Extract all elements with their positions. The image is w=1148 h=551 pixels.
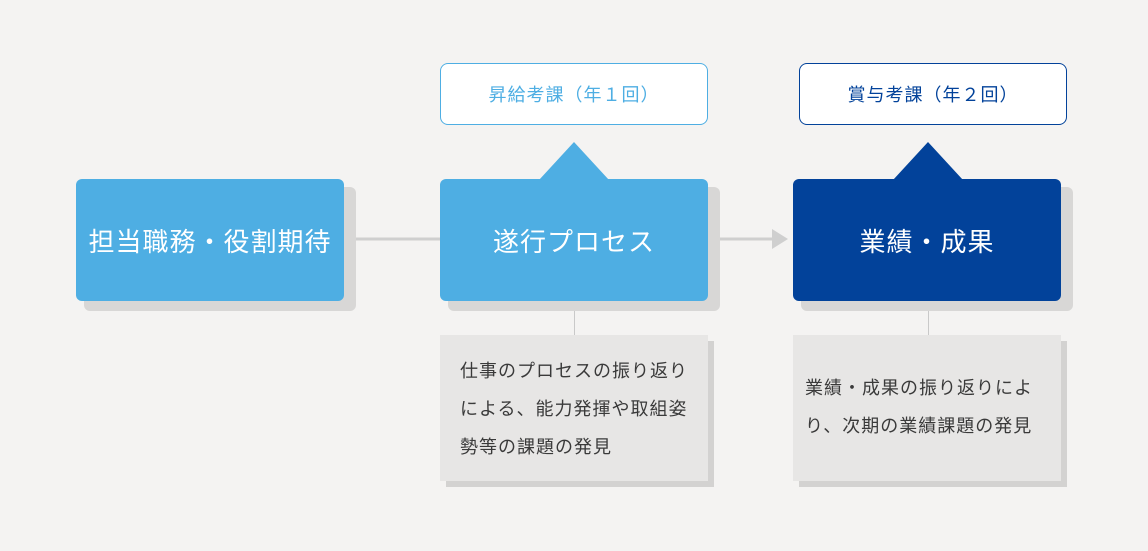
- process-note-line: [574, 301, 575, 335]
- salary-review-label: 昇給考課（年１回）: [488, 85, 660, 106]
- salary-review-tag: 昇給考課（年１回）: [440, 63, 708, 125]
- arrowhead-icon: [772, 229, 788, 249]
- pointer-bonus-icon: [893, 142, 963, 180]
- duties-box: 担当職務・役割期待: [76, 179, 344, 301]
- process-box: 遂行プロセス: [440, 179, 708, 301]
- process-box-label: 遂行プロセス: [492, 227, 655, 258]
- process-note-text: 仕事のプロセスの振り返りによる、能力発揮や取組姿勢等の課題の発見: [460, 361, 688, 458]
- results-note: 業績・成果の振り返りにより、次期の業績課題の発見: [793, 335, 1061, 481]
- process-note: 仕事のプロセスの振り返りによる、能力発揮や取組姿勢等の課題の発見: [440, 335, 708, 481]
- pointer-salary-icon: [539, 142, 609, 180]
- results-note-line: [928, 301, 929, 335]
- bonus-review-label: 賞与考課（年２回）: [847, 85, 1019, 106]
- results-box-label: 業績・成果: [859, 227, 995, 258]
- duties-box-label: 担当職務・役割期待: [88, 227, 332, 258]
- bonus-review-tag: 賞与考課（年２回）: [799, 63, 1067, 125]
- results-box: 業績・成果: [793, 179, 1061, 301]
- results-note-text: 業績・成果の振り返りにより、次期の業績課題の発見: [805, 378, 1033, 437]
